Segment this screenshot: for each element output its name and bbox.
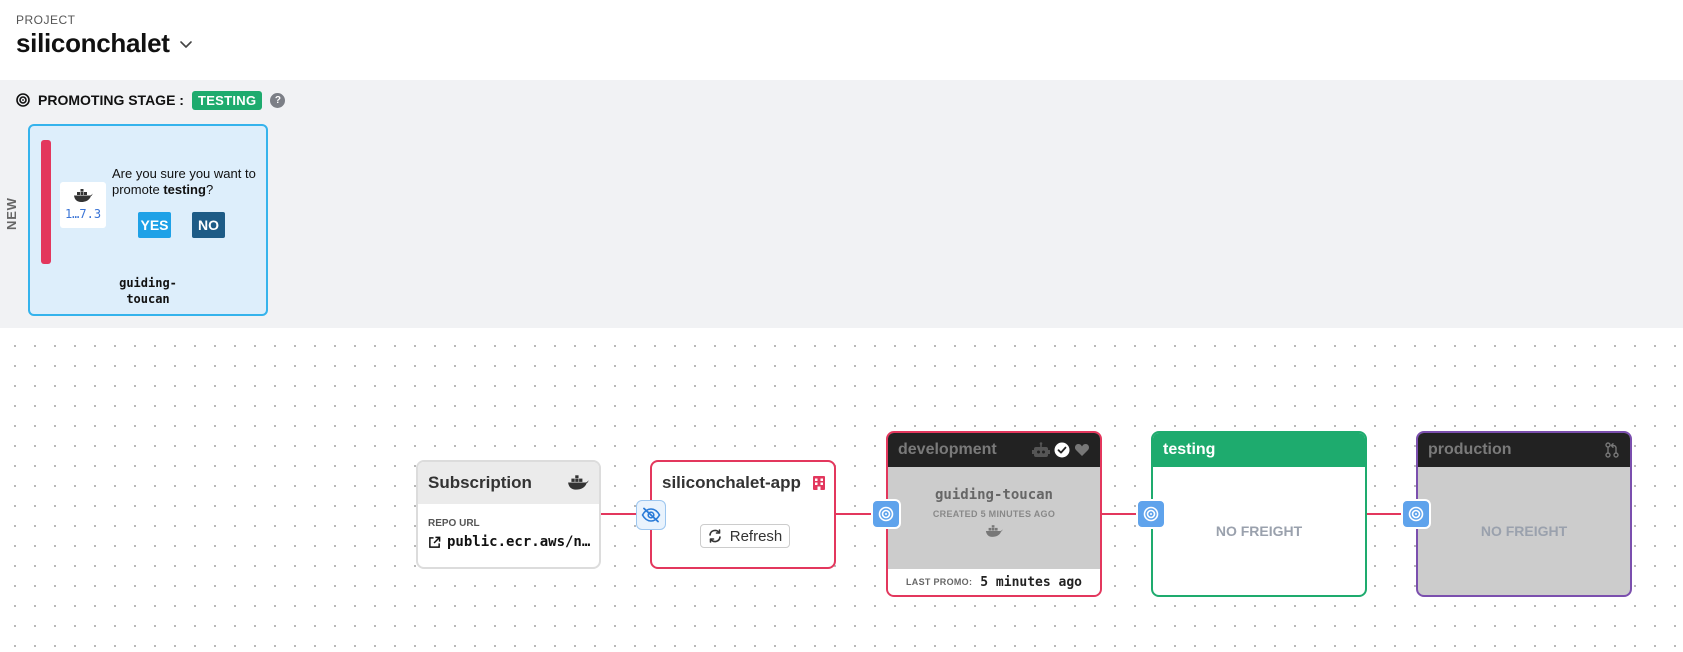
docker-icon [568,475,589,490]
external-link-icon [429,536,441,548]
development-header: development [888,433,1100,467]
production-title: production [1428,441,1512,458]
robot-icon [1032,442,1050,457]
refresh-label: Refresh [729,527,783,545]
development-freight-name: guiding-toucan [934,487,1053,503]
project-name[interactable]: siliconchalet [16,28,170,58]
project-label: PROJECT [16,13,76,27]
hide-subscriptions-toggle[interactable] [636,500,666,530]
promotion-panel [0,80,1683,328]
confirm-stage: testing [163,182,206,197]
subscription-title: Subscription [428,473,532,492]
freight-name: guiding- toucan [30,275,266,307]
image-chip: 1…7.3 [60,182,106,228]
freight-name-line1: guiding- [119,276,177,290]
freight-card[interactable]: 1…7.3 Are you sure you want to promote t… [28,124,268,316]
development-last-promo: LAST PROMO: 5 minutes ago [888,569,1100,595]
stage-badge: TESTING [191,90,263,110]
docker-icon [985,525,1003,537]
subscription-node[interactable]: Subscription REPO URL public.ecr.aws/n… [416,460,601,569]
image-version: 1…7.3 [64,207,102,221]
promote-development-button[interactable] [871,499,901,529]
refresh-button[interactable]: Refresh [700,524,790,548]
heart-icon [1074,444,1090,456]
target-icon [1408,506,1424,522]
development-status-icons [1032,442,1090,458]
target-icon [878,506,894,522]
stage-testing[interactable]: testing NO FREIGHT [1151,431,1367,597]
refresh-icon [708,529,721,543]
yes-button[interactable]: YES [138,212,171,238]
edge-development-testing [1100,513,1153,515]
new-freight-label: NEW [4,197,19,230]
repo-url-link[interactable]: public.ecr.aws/n… [428,534,598,550]
confirm-suffix: ? [205,182,214,197]
target-icon [1143,506,1159,522]
repo-url-label: REPO URL [428,518,480,529]
edge-warehouse-development [836,513,888,515]
warehouse-header: siliconchalet-app [652,462,834,504]
warehouse-title: siliconchalet-app [662,473,801,492]
edge-testing-production [1365,513,1418,515]
project-header: PROJECT siliconchalet [0,0,1683,80]
chevron-down-icon[interactable] [178,36,194,52]
stage-production[interactable]: production NO FREIGHT [1416,431,1632,597]
target-icon [16,93,30,107]
docker-icon [74,189,93,202]
help-icon[interactable]: ? [270,92,286,108]
freight-name-line2: toucan [126,292,170,306]
promotion-title: PROMOTING STAGE : [38,92,184,108]
testing-title: testing [1163,441,1216,458]
testing-no-freight: NO FREIGHT [1215,523,1303,539]
stage-development[interactable]: development guiding-toucan CREATED 5 MIN… [886,431,1102,597]
promote-testing-button[interactable] [1136,499,1166,529]
eye-slash-icon [641,507,661,523]
development-created: CREATED 5 MINUTES AGO [932,509,1056,519]
subscription-header: Subscription [418,462,599,504]
development-title: development [898,441,997,458]
confirm-message: Are you sure you want to promote testing… [112,166,262,198]
warehouse-node[interactable]: siliconchalet-app Refresh [650,460,836,569]
pipeline-canvas[interactable] [0,328,1683,652]
check-circle-icon [1054,442,1070,458]
edge-subscription-warehouse [601,513,651,515]
last-promo-label: LAST PROMO: [905,577,973,587]
pull-request-icon [1605,442,1619,458]
promote-production-button[interactable] [1401,499,1431,529]
repo-url: public.ecr.aws/n… [447,534,591,550]
last-promo-value: 5 minutes ago [980,574,1083,590]
promotion-title-bar: PROMOTING STAGE : TESTING ? [16,90,286,110]
no-button[interactable]: NO [192,212,225,238]
building-icon [813,476,825,490]
production-no-freight: NO FREIGHT [1480,523,1568,539]
production-header: production [1418,433,1630,467]
testing-header: testing [1153,433,1365,467]
confirm-prefix: Are you sure you want to promote [112,166,256,197]
development-freight[interactable]: guiding-toucan CREATED 5 MINUTES AGO [888,467,1100,561]
freight-color-bar [41,140,51,264]
